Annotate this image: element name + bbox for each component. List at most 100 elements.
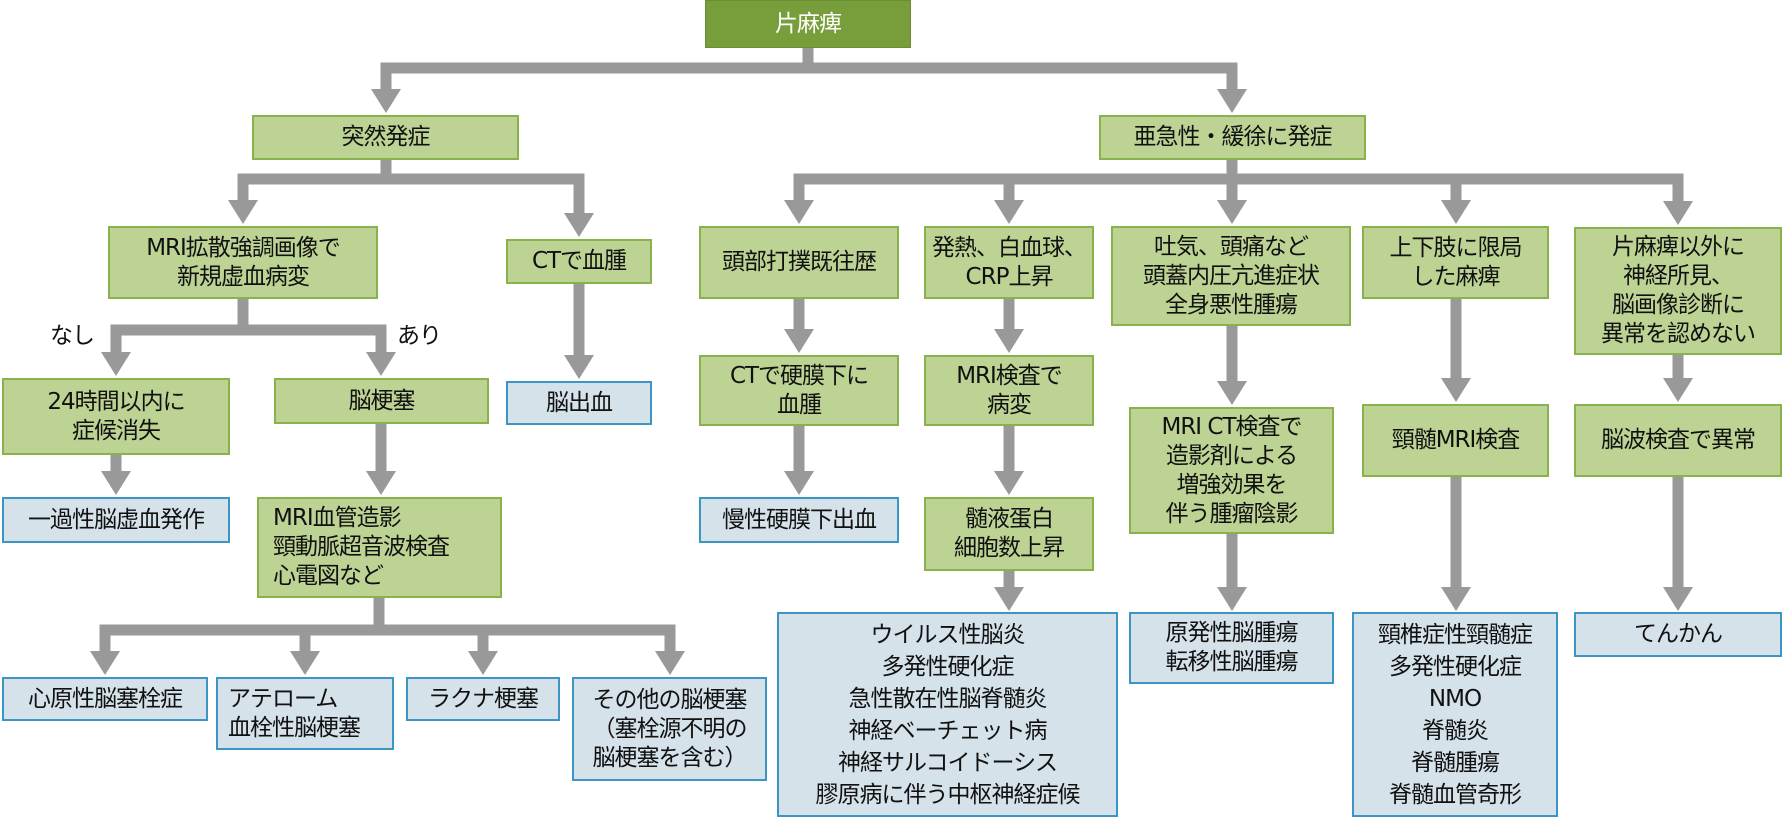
connector-line xyxy=(1003,571,1015,588)
arrowhead-icon xyxy=(994,471,1024,495)
connector-line xyxy=(373,598,385,630)
arrowhead-icon xyxy=(90,651,120,675)
arrowhead-icon xyxy=(564,355,594,379)
arrowhead-icon xyxy=(1663,201,1693,225)
arrowhead-icon xyxy=(784,329,814,353)
node-other-infarct: その他の脳梗塞 （塞栓源不明の 脳梗塞を含む） xyxy=(572,677,767,781)
node-chronic-subdural: 慢性硬膜下出血 xyxy=(699,497,899,543)
arrowhead-icon xyxy=(1441,378,1471,402)
connector-line xyxy=(1226,160,1238,179)
node-mri-lesion: MRI検査で 病変 xyxy=(924,355,1094,426)
node-inflammatory-list: ウイルス性脳炎 多発性硬化症 急性散在性脳脊髄炎 神経ベーチェット病 神経サルコ… xyxy=(777,612,1118,817)
connector-line xyxy=(110,324,387,336)
connector-line xyxy=(573,173,585,214)
arrowhead-icon xyxy=(1217,200,1247,224)
node-cardioembolic: 心原性脳塞栓症 xyxy=(2,677,208,721)
connector-line xyxy=(1450,477,1462,588)
node-cerebral-hemorrhage: 脳出血 xyxy=(506,381,652,425)
connector-line xyxy=(237,299,249,330)
connector-line xyxy=(380,62,1238,74)
connector-line xyxy=(1450,173,1462,201)
arrowhead-icon xyxy=(1441,587,1471,611)
arrowhead-icon xyxy=(1217,587,1247,611)
edge-label-no: なし xyxy=(50,323,95,349)
arrowhead-icon xyxy=(371,89,401,113)
node-brain-tumors: 原発性脳腫瘍 転移性脳腫瘍 xyxy=(1129,612,1334,684)
node-ct-subdural: CTで硬膜下に 血腫 xyxy=(699,355,899,426)
connector-line xyxy=(110,324,122,353)
node-atherothrombotic: アテローム 血栓性脳梗塞 xyxy=(216,677,394,750)
connector-line xyxy=(477,624,489,652)
arrowhead-icon xyxy=(994,200,1024,224)
node-hemiplegia: 片麻痺 xyxy=(705,0,911,48)
node-subacute-onset: 亜急性・緩徐に発症 xyxy=(1099,115,1366,160)
connector-line xyxy=(1003,299,1015,330)
node-eeg: 脳波検査で異常 xyxy=(1574,404,1782,477)
node-intracranial-pressure: 吐気、頭痛など 頭蓋内圧亢進症状 全身悪性腫瘍 xyxy=(1111,226,1351,326)
connector-line xyxy=(237,173,249,201)
connector-line xyxy=(1226,173,1238,201)
connector-line xyxy=(1672,173,1684,202)
node-csf: 髄液蛋白 細胞数上昇 xyxy=(924,497,1094,571)
connector-line xyxy=(793,173,805,201)
node-within-24h: 24時間以内に 症候消失 xyxy=(2,378,230,455)
arrowhead-icon xyxy=(228,200,258,224)
node-limb-paralysis: 上下肢に限局 した麻痺 xyxy=(1362,226,1549,299)
connector-line xyxy=(793,426,805,472)
connector-line xyxy=(99,624,111,652)
arrowhead-icon xyxy=(468,651,498,675)
arrowhead-icon xyxy=(655,651,685,675)
arrowhead-icon xyxy=(994,329,1024,353)
connector-line xyxy=(237,173,585,185)
arrowhead-icon xyxy=(564,213,594,237)
arrowhead-icon xyxy=(1441,200,1471,224)
connector-line xyxy=(375,324,387,353)
node-other-neuro-signs: 片麻痺以外に 神経所見、 脳画像診断に 異常を認めない xyxy=(1574,227,1782,355)
arrowhead-icon xyxy=(101,471,131,495)
connector-line xyxy=(1003,173,1015,201)
node-epilepsy: てんかん xyxy=(1574,612,1782,657)
node-fever: 発熱、白血球、 CRP上昇 xyxy=(924,226,1094,299)
connector-line xyxy=(793,173,1684,185)
node-vascular-tests: MRI血管造影 頸動脈超音波検査 心電図など xyxy=(257,497,502,598)
connector-line xyxy=(380,160,392,179)
arrowhead-icon xyxy=(1217,381,1247,405)
arrowhead-icon xyxy=(290,651,320,675)
connector-line xyxy=(1226,534,1238,588)
node-mri-ct-contrast: MRI CT検査で 造影剤による 増強効果を 伴う腫瘤陰影 xyxy=(1129,407,1334,534)
connector-line xyxy=(299,624,311,652)
connector-line xyxy=(664,624,676,652)
connector-line xyxy=(573,284,585,356)
connector-line xyxy=(793,299,805,330)
arrowhead-icon xyxy=(784,200,814,224)
connector-line xyxy=(375,424,387,472)
node-ct-hematoma: CTで血腫 xyxy=(506,239,652,284)
node-spinal-list: 頸椎症性頸髄症 多発性硬化症 NMO 脊髄炎 脊髄腫瘍 脊髄血管奇形 xyxy=(1352,612,1558,817)
node-mri-dwi: MRI拡散強調画像で 新規虚血病変 xyxy=(108,226,378,299)
node-cerebral-infarction: 脳梗塞 xyxy=(274,378,489,424)
node-head-trauma: 頭部打撲既往歴 xyxy=(699,226,899,299)
arrowhead-icon xyxy=(366,352,396,376)
connector-line xyxy=(1672,477,1684,588)
connector-line xyxy=(1672,355,1684,379)
edge-label-yes: あり xyxy=(397,323,442,349)
connector-line xyxy=(110,455,122,472)
connector-line xyxy=(99,624,676,636)
arrowhead-icon xyxy=(101,352,131,376)
node-cervical-mri: 頸髄MRI検査 xyxy=(1362,404,1549,477)
arrowhead-icon xyxy=(994,587,1024,611)
connector-line xyxy=(1226,62,1238,90)
connector-line xyxy=(802,48,814,68)
node-lacunar: ラクナ梗塞 xyxy=(406,677,560,721)
connector-line xyxy=(1226,326,1238,382)
node-sudden-onset: 突然発症 xyxy=(252,115,519,160)
node-tia: 一過性脳虚血発作 xyxy=(2,497,230,543)
connector-line xyxy=(380,62,392,90)
arrowhead-icon xyxy=(366,471,396,495)
connector-line xyxy=(1450,299,1462,379)
connector-line xyxy=(1003,426,1015,472)
arrowhead-icon xyxy=(1663,587,1693,611)
arrowhead-icon xyxy=(1217,89,1247,113)
arrowhead-icon xyxy=(1663,378,1693,402)
